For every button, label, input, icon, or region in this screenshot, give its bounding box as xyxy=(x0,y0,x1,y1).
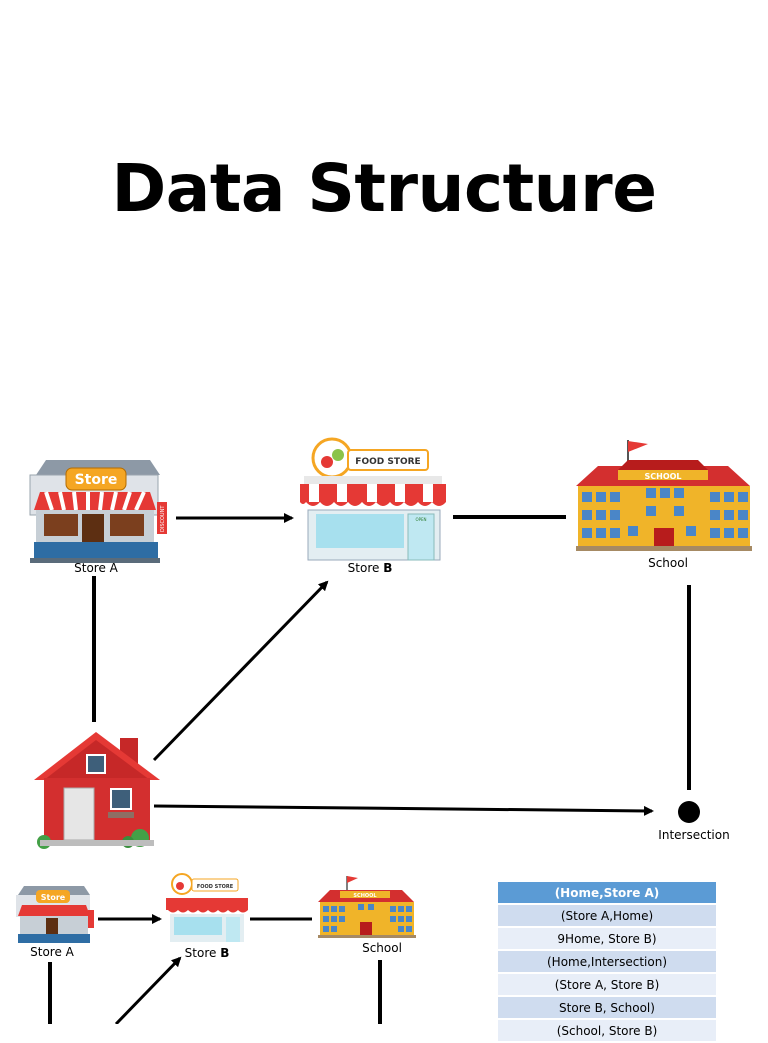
intersection-label: Intersection xyxy=(658,828,729,842)
small-edge-home-storeb xyxy=(114,956,182,1024)
small-food-store-sign: FOOD STORE xyxy=(197,884,234,890)
table-cell: (Home,Intersection) xyxy=(498,951,716,972)
page-title: Data Structure xyxy=(111,150,657,227)
school-label: School xyxy=(648,556,688,570)
table-cell: (Store A, Store B) xyxy=(498,974,716,995)
home-icon xyxy=(34,732,160,849)
food-store-door-sign: OPEN xyxy=(415,517,426,522)
small-school-icon: SCHOOL xyxy=(318,876,416,938)
table-cell: 9Home, Store B) xyxy=(498,928,716,949)
small-store-a-icon: Store xyxy=(16,886,94,943)
intersection-node xyxy=(678,801,700,823)
small-food-store-icon: FOOD STORE xyxy=(166,873,248,942)
small-store-a-label: Store A xyxy=(30,945,75,959)
school-sign: SCHOOL xyxy=(644,472,681,481)
small-school-sign: SCHOOL xyxy=(353,893,377,899)
store-a-ribbon: DISCOUNT xyxy=(160,505,166,532)
table-row: (Store A,Home) xyxy=(498,905,716,926)
table-row: (School, Store B) xyxy=(498,1020,716,1041)
edge-home-intersection xyxy=(153,804,654,816)
small-store-a-sign: Store xyxy=(41,893,66,902)
table-row: 9Home, Store B) xyxy=(498,928,716,949)
table-row: (Store A, Store B) xyxy=(498,974,716,995)
small-school-label: School xyxy=(362,941,402,955)
table-row: (Home,Intersection) xyxy=(498,951,716,972)
table-cell: Store B, School) xyxy=(498,997,716,1018)
small-store-b-label: Store B xyxy=(185,946,230,960)
school-icon: SCHOOL xyxy=(576,440,752,551)
edge-table-header: (Home,Store A) xyxy=(498,882,716,903)
store-b-label: Store B xyxy=(348,561,393,575)
edge-list-table: (Home,Store A) (Store A,Home) 9Home, Sto… xyxy=(498,880,716,1043)
store-a-label: Store A xyxy=(74,561,119,575)
store-a-sign: Store xyxy=(75,472,118,488)
food-store-sign: FOOD STORE xyxy=(355,457,420,467)
table-row: Store B, School) xyxy=(498,997,716,1018)
table-cell: (Store A,Home) xyxy=(498,905,716,926)
table-cell: (School, Store B) xyxy=(498,1020,716,1041)
edge-home-storeb xyxy=(152,580,329,762)
food-store-icon: FOOD STORE OPEN xyxy=(300,437,446,561)
store-a-icon: Store DISCOUNT xyxy=(29,460,167,563)
